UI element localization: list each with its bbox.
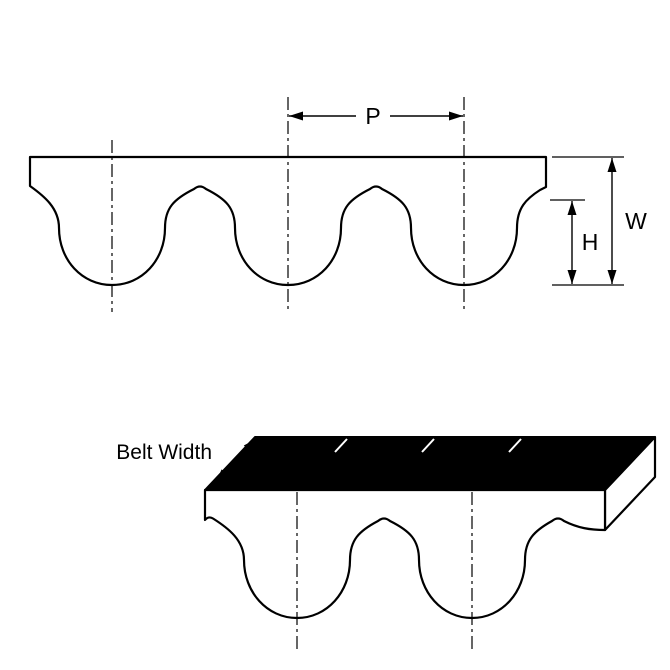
belt-thickness-label: W: [625, 208, 647, 234]
dimension-arrowhead: [243, 439, 256, 452]
tooth-height-dimension: H: [550, 199, 599, 284]
belt-front-face: [203, 488, 607, 620]
dimension-arrowhead: [607, 270, 617, 284]
top-face-tooth-mark: [508, 438, 522, 453]
dimension-arrowhead: [449, 111, 463, 121]
profile-cross-section-view: P W H: [28, 97, 647, 312]
belt-thickness-dimension: W: [552, 156, 647, 286]
dimension-arrowhead: [289, 111, 303, 121]
top-face-tooth-mark: [334, 438, 348, 453]
dimension-arrowhead: [567, 201, 577, 215]
dimension-arrowhead: [607, 158, 617, 172]
pitch-dimension: P: [289, 103, 463, 129]
dimension-arrowhead: [216, 469, 229, 482]
belt-3d-view: Belt Width: [116, 435, 657, 650]
belt-top-face: [204, 436, 656, 491]
dimension-arrowhead: [567, 270, 577, 284]
belt-width-label: Belt Width: [116, 441, 212, 464]
belt-width-annotation: Belt Width: [116, 439, 256, 482]
belt-width-arrow-line: [222, 446, 250, 475]
top-face-tooth-mark: [421, 438, 435, 453]
tooth-height-label: H: [582, 229, 599, 255]
pitch-dimension-label: P: [365, 103, 380, 129]
